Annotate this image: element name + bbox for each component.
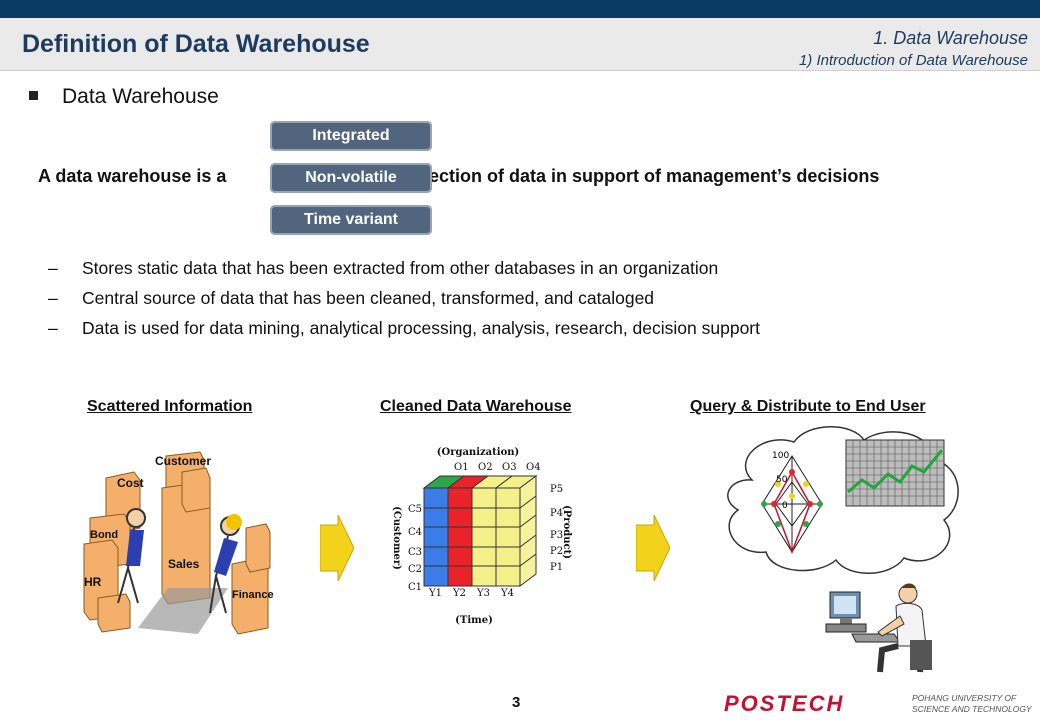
caption-scattered: Scattered Information xyxy=(87,398,253,415)
square-bullet-icon xyxy=(29,91,38,100)
point-1: – Stores static data that has been extrac… xyxy=(48,258,718,279)
definition-prefix: A data warehouse is a xyxy=(38,166,227,186)
attribute-non-volatile: Non-volatile xyxy=(270,163,432,193)
cust-c1: C1 xyxy=(408,582,422,593)
label-bond: Bond xyxy=(90,529,119,541)
org-o3: O3 xyxy=(502,462,517,473)
point-text: Data is used for data mining, analytical… xyxy=(82,318,760,338)
title-bar xyxy=(0,18,1040,71)
caption-query: Query & Distribute to End User xyxy=(690,398,926,415)
query-cloud: 100 50 0 xyxy=(727,426,959,574)
org-o2: O2 xyxy=(478,462,493,473)
time-y1: Y1 xyxy=(428,588,442,599)
dash: – xyxy=(48,258,58,278)
point-text: Central source of data that has been cle… xyxy=(82,288,655,308)
dash: – xyxy=(48,288,58,308)
time-y3: Y3 xyxy=(476,588,490,599)
section-label: 1. Data Warehouse xyxy=(873,28,1028,48)
prod-p3: P3 xyxy=(550,530,563,541)
person-at-computer xyxy=(825,583,932,673)
arrow-right-icon xyxy=(320,515,354,581)
arrow-right-icon xyxy=(636,515,670,581)
prod-p4: P4 xyxy=(550,508,563,519)
cube-left-label: (Customer) xyxy=(391,506,402,570)
dash: – xyxy=(48,318,58,338)
point-2: – Central source of data that has been cl… xyxy=(48,288,654,309)
cube-right-label: (Product) xyxy=(561,505,572,559)
slide-title: Definition of Data Warehouse xyxy=(22,30,370,58)
label-hr: HR xyxy=(84,575,102,589)
caption-cleaned: Cleaned Data Warehouse xyxy=(380,398,572,415)
attribute-time-variant: Time variant xyxy=(270,205,432,235)
top-accent-bar xyxy=(0,0,1040,18)
prod-p2: P2 xyxy=(550,546,563,557)
scattered-illustration xyxy=(83,451,271,635)
cust-c5: C5 xyxy=(408,504,422,515)
point-3: – Data is used for data mining, analytica… xyxy=(48,318,760,339)
point-text: Stores static data that has been extract… xyxy=(82,258,719,278)
cust-c4: C4 xyxy=(408,527,422,538)
page-number: 3 xyxy=(512,694,521,711)
data-cube: (Organization) O1 O2 O3 O4 C5 C4 C3 C2 C… xyxy=(391,447,572,626)
prod-p5: P5 xyxy=(550,484,563,495)
time-y2: Y2 xyxy=(452,588,466,599)
radar-tick-100: 100 xyxy=(772,451,789,461)
org-o4: O4 xyxy=(526,462,541,473)
label-customer: Customer xyxy=(155,454,212,468)
label-finance: Finance xyxy=(232,589,274,601)
bullet-heading: Data Warehouse xyxy=(62,85,219,108)
cust-c2: C2 xyxy=(408,564,422,575)
label-cost: Cost xyxy=(117,476,144,490)
subsection-label: 1) Introduction of Data Warehouse xyxy=(798,52,1028,69)
logo-subtitle-2: SCIENCE AND TECHNOLOGY xyxy=(912,704,1032,714)
radar-tick-50: 50 xyxy=(776,475,788,485)
org-o1: O1 xyxy=(454,462,469,473)
cube-bottom-label: (Time) xyxy=(455,615,493,626)
cube-top-label: (Organization) xyxy=(437,447,520,458)
attribute-integrated: Integrated xyxy=(270,121,432,151)
logo-subtitle-1: POHANG UNIVERSITY OF xyxy=(912,693,1017,703)
definition-suffix: collection of data in support of managem… xyxy=(398,166,880,186)
prod-p1: P1 xyxy=(550,562,563,573)
cust-c3: C3 xyxy=(408,547,422,558)
radar-tick-0: 0 xyxy=(782,501,788,511)
label-sales: Sales xyxy=(168,557,200,571)
postech-logo: POSTECH xyxy=(724,691,845,716)
time-y4: Y4 xyxy=(500,588,514,599)
